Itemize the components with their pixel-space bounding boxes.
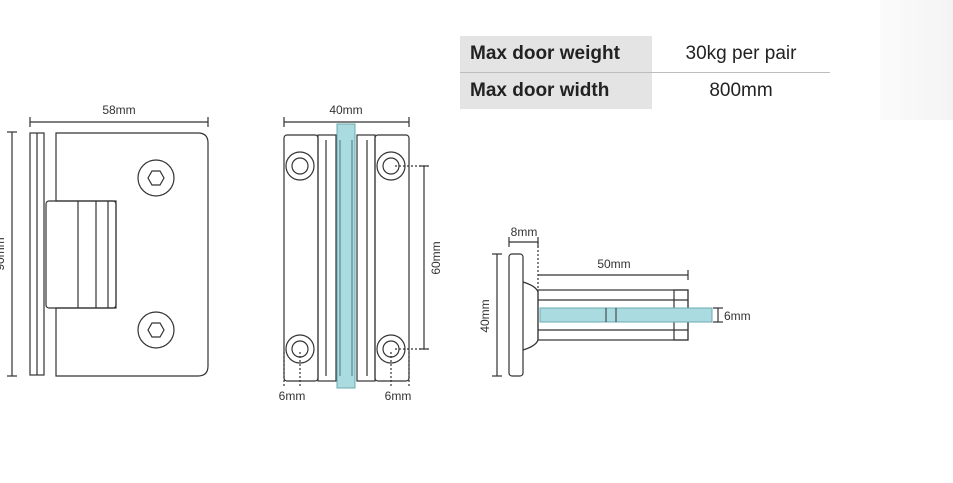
spec-label-weight: Max door weight	[460, 36, 652, 72]
side-right-clamp	[356, 134, 376, 382]
top-height-label: 40mm	[478, 299, 492, 332]
background-fade	[880, 0, 953, 120]
side-left-offset-label: 6mm	[279, 389, 306, 403]
side-left-clamp	[317, 134, 337, 382]
screw-top	[137, 159, 175, 197]
glass-panel-top	[539, 307, 713, 323]
top-wall-plate	[508, 253, 524, 377]
side-view	[283, 117, 410, 382]
spec-row-weight: Max door weight 30kg per pair	[460, 36, 830, 73]
front-height-label: 90mm	[0, 237, 7, 270]
spec-value-width: 800mm	[709, 80, 773, 101]
glass-panel-side	[336, 123, 356, 389]
top-offset-label: 8mm	[511, 225, 538, 239]
side-hole-top-left	[285, 151, 315, 181]
spec-table: Max door weight 30kg per pair Max door w…	[460, 36, 830, 109]
spec-value-weight: 30kg per pair	[685, 43, 797, 64]
knuckle	[45, 200, 117, 309]
side-width-label: 40mm	[329, 103, 362, 117]
spec-row-width: Max door width 800mm	[460, 73, 830, 109]
screw-bottom	[137, 311, 175, 349]
main-plate	[55, 132, 209, 377]
front-view	[7, 117, 209, 377]
spec-label-width: Max door width	[460, 73, 652, 109]
top-stem	[522, 281, 539, 351]
side-right-offset-label: 6mm	[385, 389, 412, 403]
side-hole-bottom-left	[285, 334, 315, 364]
front-width-label: 58mm	[102, 103, 135, 117]
top-depth-label: 50mm	[597, 257, 630, 271]
top-view	[492, 237, 723, 377]
hex-socket-bottom-icon	[147, 322, 165, 338]
hex-socket-top-icon	[147, 170, 165, 186]
top-glass-label: 6mm	[724, 309, 751, 323]
side-spacing-label: 60mm	[429, 241, 443, 274]
